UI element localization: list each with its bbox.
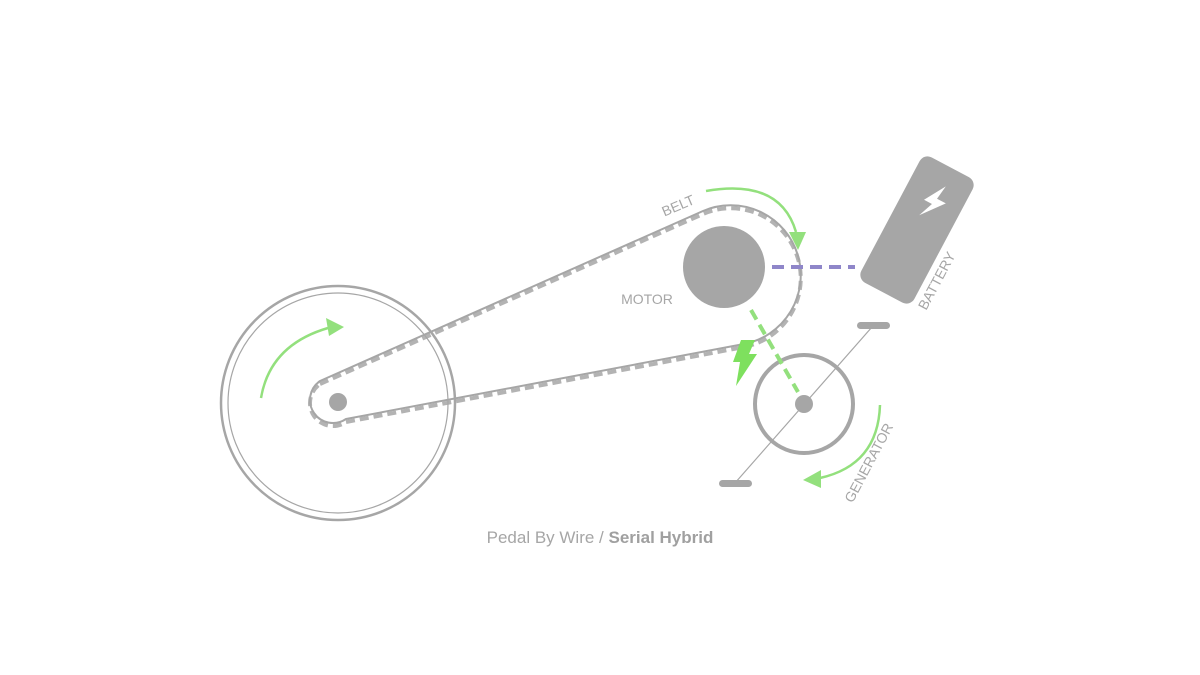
generator-rotation-arrow [803, 404, 882, 488]
diagram-caption: Pedal By Wire / Serial Hybrid [0, 528, 1200, 548]
caption-separator: / [594, 528, 609, 547]
motor-label: MOTOR [621, 291, 673, 307]
motor [683, 226, 765, 308]
mount-foot-bottom [719, 480, 752, 487]
rear-wheel-rotation-arrow [259, 318, 344, 399]
caption-bold: Serial Hybrid [608, 528, 714, 547]
mount-foot-top [857, 322, 890, 329]
generator-hub [795, 395, 813, 413]
power-bolt-icon [733, 340, 757, 386]
belt-rotation-arrow [705, 187, 806, 250]
lightning-bolt-icon [919, 186, 946, 216]
generator [753, 353, 855, 455]
generator-motor-link [749, 309, 800, 393]
generator-label: GENERATOR [841, 420, 896, 505]
belt-dash [307, 206, 803, 428]
battery-icon [860, 156, 974, 304]
rear-hub [329, 393, 347, 411]
caption-main: Pedal By Wire [486, 528, 595, 547]
